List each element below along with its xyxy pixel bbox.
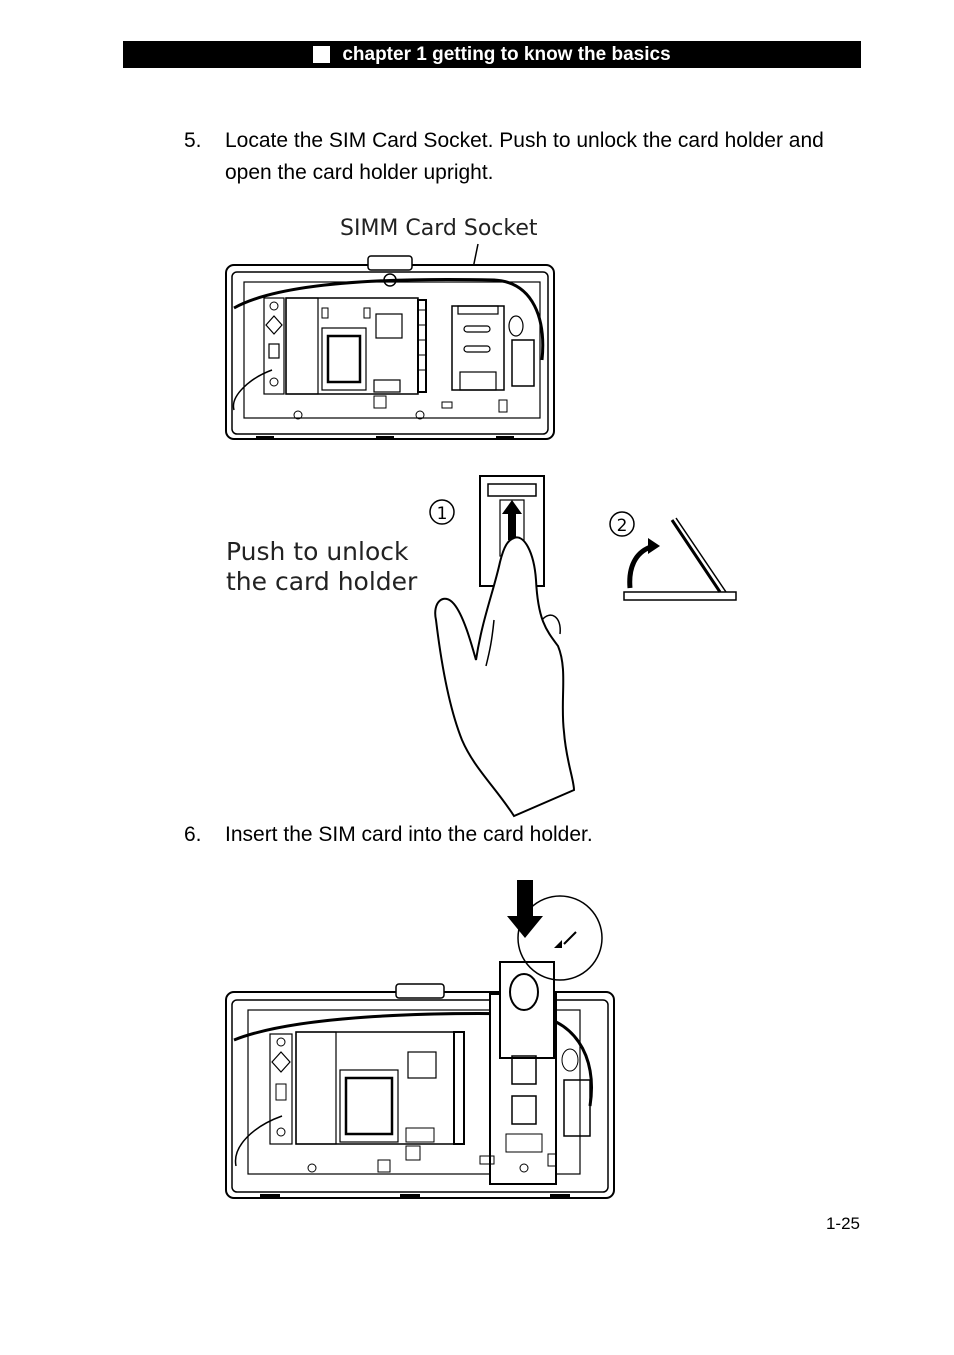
svg-text:2: 2: [617, 516, 628, 536]
step-marker-2-icon: [609, 511, 635, 537]
header-square-icon: [313, 46, 331, 63]
step-text: Insert the SIM card into the card holder…: [225, 823, 593, 846]
up-arrow-icon: [502, 500, 522, 540]
chapter-header: chapter 1 getting to know the basics: [123, 41, 861, 68]
step-number: 5.: [184, 129, 202, 152]
push-to-unlock-illustration: Push to unlock the card holder 1 2: [226, 475, 737, 818]
page-number: 1-25: [825, 1214, 860, 1233]
push-label-line-2: the card holder: [226, 567, 418, 596]
step-marker-1-icon: [429, 499, 455, 525]
step-text: Locate the SIM Card Socket. Push to unlo…: [225, 129, 824, 184]
push-label-line-1: Push to unlock: [226, 537, 409, 566]
step-number: 6.: [184, 823, 202, 846]
sim-socket-board-illustration: SIMM Card Socket: [225, 216, 555, 440]
chapter-title: chapter 1 getting to know the basics: [342, 43, 671, 65]
svg-text:1: 1: [437, 504, 448, 524]
down-arrow-icon: [507, 880, 543, 938]
insert-sim-illustration: [225, 880, 615, 1199]
simm-card-socket-label: SIMM Card Socket: [340, 216, 538, 241]
